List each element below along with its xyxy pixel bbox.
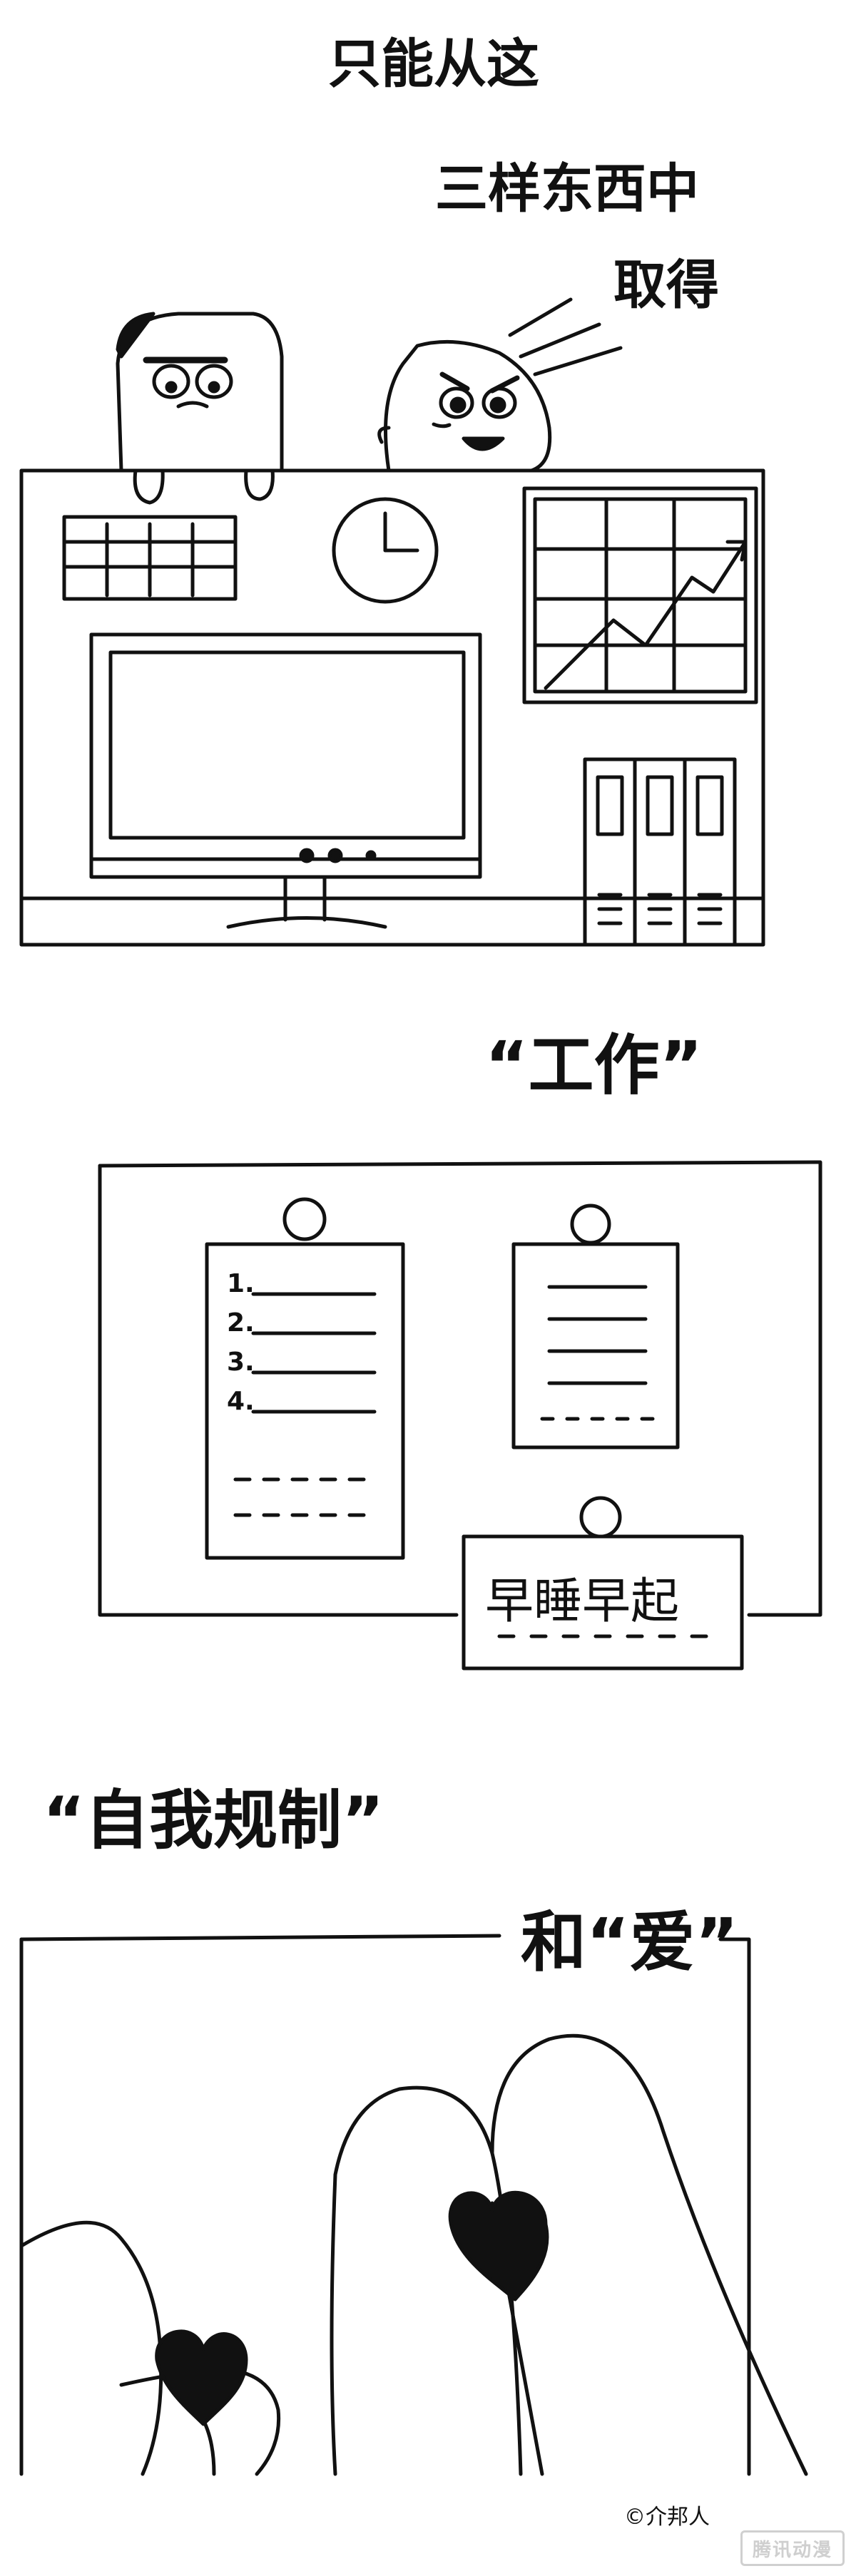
caption-line-1: 只能从这 [328, 34, 539, 95]
bulletin-board [98, 1160, 822, 1671]
sticky-note-text: 早睡早起 [485, 1574, 680, 1630]
panel3-title: “自我规制” [43, 1783, 384, 1858]
office-scene [19, 297, 765, 947]
caption-line-2: 三样东西中 [435, 158, 699, 220]
panel2-title: “工作” [485, 1027, 703, 1104]
list-item-4: 4. [227, 1387, 255, 1416]
caption-line-3: 取得 [613, 255, 719, 316]
list-item-1: 1. [227, 1269, 255, 1298]
list-item-3: 3. [227, 1348, 255, 1377]
watermark-logo: 腾讯动漫 [740, 2530, 845, 2566]
author-credit: ©介邦人 [624, 2505, 710, 2530]
list-item-2: 2. [227, 1308, 255, 1338]
panel3-subtitle: 和“爱” [521, 1904, 738, 1981]
